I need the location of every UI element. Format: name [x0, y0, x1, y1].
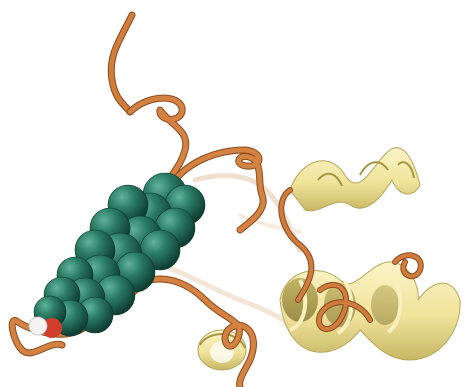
ligand-hydrogen-atom — [29, 317, 47, 335]
ligand-spacefill — [29, 173, 205, 338]
alpha-helix-upper — [290, 148, 420, 211]
